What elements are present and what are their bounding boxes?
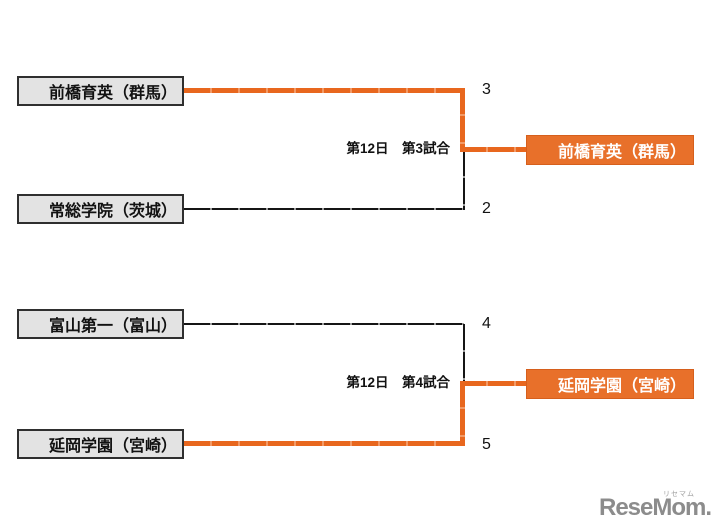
score-toyama-daiichi: 4 [482,315,491,332]
vertical-connector-black-bracket1 [463,150,465,210]
winner-stub-bracket1 [460,147,526,152]
winner-box-nobeoka-gakuen: 延岡学園（宮崎） [526,369,694,399]
winner-line-top-bracket1 [184,88,465,93]
resemom-logo-furigana: リセマム [663,491,695,498]
score-joso-gakuin: 2 [482,200,491,217]
winner-stub-bracket2 [460,381,526,386]
vertical-connector-orange-bracket2 [460,381,465,446]
match-label-game3: 第12日 第3試合 [346,141,450,156]
winner-box-maebashi-ikuei: 前橋育英（群馬） [526,135,694,165]
resemom-logo: リセマム ReseMom. [599,491,712,526]
team-box-maebashi-ikuei: 前橋育英（群馬） [17,76,184,106]
score-maebashi-ikuei: 3 [482,81,491,98]
team-box-toyama-daiichi: 富山第一（富山） [17,309,184,339]
team-box-joso-gakuin: 常総学院（茨城） [17,194,184,224]
resemom-logo-text: ReseMom. [599,494,712,521]
team-box-nobeoka-gakuen: 延岡学園（宮崎） [17,429,184,459]
winner-line-bottom-bracket2 [184,441,465,446]
vertical-connector-orange-bracket1 [460,88,465,150]
match-label-game4: 第12日 第4試合 [346,375,450,390]
loser-line-bottom-bracket1 [184,208,464,210]
loser-line-top-bracket2 [184,323,464,325]
vertical-connector-black-bracket2 [463,324,465,383]
score-nobeoka-gakuen: 5 [482,436,491,453]
